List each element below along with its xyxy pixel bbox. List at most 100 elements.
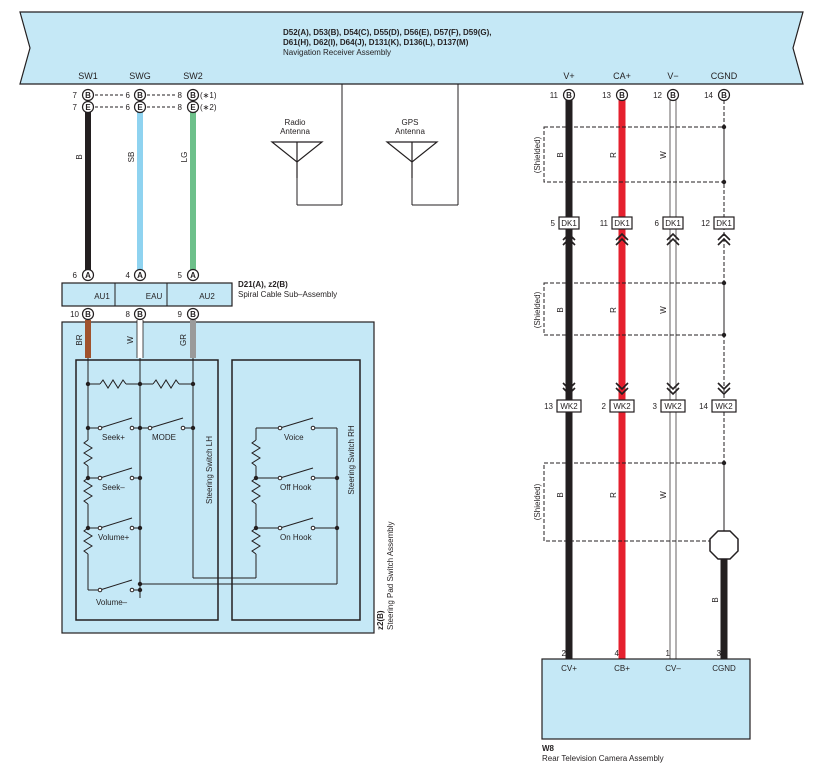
rh-switch-circuit bbox=[140, 417, 338, 585]
wire-color-label: SB bbox=[127, 152, 136, 163]
left-pin-row-2: 7 E 6 E 8 E (∗2) bbox=[73, 100, 217, 114]
pin-letter: A bbox=[137, 271, 143, 280]
shield-ground-octagon bbox=[709, 530, 739, 560]
camera-terminal-cv-plus: CV+ bbox=[561, 664, 577, 673]
spiral-cable-name: Spiral Cable Sub–Assembly bbox=[238, 290, 337, 299]
terminal-ca-plus: CA+ bbox=[613, 71, 631, 81]
wk2-label: WK2 bbox=[560, 402, 578, 411]
terminal-v-minus: V− bbox=[667, 71, 678, 81]
shielded-label-3: (Shielded) bbox=[533, 483, 542, 520]
pin-letter: B bbox=[190, 310, 196, 319]
shield-dots bbox=[721, 124, 727, 466]
wire-color-label: R bbox=[609, 307, 618, 313]
camera-id: W8 bbox=[542, 744, 555, 753]
pin-number: 11 bbox=[550, 91, 559, 100]
wire-color-label: R bbox=[609, 152, 618, 158]
pin-number: 13 bbox=[544, 402, 553, 411]
wire-color-label: W bbox=[126, 336, 135, 344]
switch-volume-minus: Volume– bbox=[96, 598, 128, 607]
pin-number: 8 bbox=[178, 103, 183, 112]
terminal-v-plus: V+ bbox=[563, 71, 574, 81]
wire-color-label: GR bbox=[179, 334, 188, 346]
rh-switch-labels: Voice Off Hook On Hook bbox=[280, 433, 313, 542]
left-pin-row-1: 7 B 6 B 8 B (∗1) bbox=[73, 88, 217, 102]
connector-list-line1: D52(A), D53(B), D54(C), D55(D), D56(E), … bbox=[283, 28, 491, 37]
pin-number: 7 bbox=[73, 103, 78, 112]
pin-letter: E bbox=[137, 103, 143, 112]
radio-antenna-label-2: Antenna bbox=[280, 127, 310, 136]
wire-color-label: B bbox=[556, 307, 565, 312]
wk2-label: WK2 bbox=[613, 402, 631, 411]
camera-block: 2 4 1 3 CV+ CB+ CV– CGND W8 Rear Televis… bbox=[541, 649, 751, 763]
pin-number: 5 bbox=[178, 271, 183, 280]
pin-number: 7 bbox=[73, 91, 78, 100]
switch-seek-plus: Seek+ bbox=[102, 433, 125, 442]
wire-color-label: B bbox=[556, 152, 565, 157]
pin-letter: B bbox=[85, 91, 91, 100]
wk2-connectors: WK2 13 WK2 2 WK2 3 WK2 14 bbox=[544, 399, 737, 413]
terminal-cgnd: CGND bbox=[711, 71, 738, 81]
dk1-label: DK1 bbox=[665, 219, 681, 228]
pin-number: 6 bbox=[126, 103, 131, 112]
shielded-label-2: (Shielded) bbox=[533, 291, 542, 328]
pin-number: 14 bbox=[699, 402, 708, 411]
switch-volume-plus: Volume+ bbox=[98, 533, 130, 542]
ground-wire-color-label: B bbox=[711, 597, 720, 602]
pin-number: 6 bbox=[126, 91, 131, 100]
pin-letter: B bbox=[619, 91, 625, 100]
shielded-section-1 bbox=[543, 126, 725, 183]
wk2-label: WK2 bbox=[715, 402, 733, 411]
wk2-chevrons bbox=[562, 382, 731, 396]
pin-number: 6 bbox=[73, 271, 78, 280]
pin-number: 9 bbox=[178, 310, 183, 319]
pin-number: 6 bbox=[655, 219, 660, 228]
left-upper-wires bbox=[85, 112, 196, 272]
pin-number: 10 bbox=[70, 310, 79, 319]
spiral-terminal-au1: AU1 bbox=[94, 292, 110, 301]
camera-terminal-cgnd: CGND bbox=[712, 664, 736, 673]
dk1-chevrons bbox=[562, 232, 731, 246]
steering-pad-name: Steering Pad Switch Assembly bbox=[386, 522, 395, 631]
spiral-cable-block: AU1 EAU AU2 D21(A), z2(B) Spiral Cable S… bbox=[61, 280, 337, 307]
steering-switch-rh-label: Steering Switch RH bbox=[347, 425, 356, 495]
pin-number: 5 bbox=[551, 219, 556, 228]
rh-switch-dots bbox=[137, 425, 340, 587]
pin-number: 12 bbox=[701, 219, 710, 228]
radio-antenna-label-1: Radio bbox=[285, 118, 306, 127]
camera-name: Rear Television Camera Assembly bbox=[542, 754, 664, 763]
pin-note-2: (∗2) bbox=[200, 103, 217, 112]
pin-number: 13 bbox=[602, 91, 611, 100]
wire-color-label: LG bbox=[180, 152, 189, 163]
pin-number: 4 bbox=[615, 649, 620, 658]
gps-antenna: GPS Antenna bbox=[385, 84, 459, 206]
pin-letter: E bbox=[190, 103, 196, 112]
wire-color-label: W bbox=[659, 151, 668, 159]
dk1-label: DK1 bbox=[561, 219, 577, 228]
navigation-receiver-name: Navigation Receiver Assembly bbox=[283, 48, 391, 57]
pin-number: 2 bbox=[562, 649, 567, 658]
right-wire-colors: B R W B R W B R W B bbox=[556, 151, 720, 603]
dk1-connectors: DK1 5 DK1 11 DK1 6 DK1 12 bbox=[551, 216, 735, 230]
spiral-terminal-au2: AU2 bbox=[199, 292, 215, 301]
switch-voice: Voice bbox=[284, 433, 304, 442]
pin-number: 14 bbox=[704, 91, 713, 100]
pin-letter: E bbox=[85, 103, 91, 112]
terminal-sw2: SW2 bbox=[183, 71, 203, 81]
camera-terminal-cb-plus: CB+ bbox=[614, 664, 630, 673]
lh-switch-dots bbox=[85, 381, 196, 593]
right-wires bbox=[565, 100, 728, 660]
spiral-cable-id: D21(A), z2(B) bbox=[238, 280, 288, 289]
pin-number: 3 bbox=[653, 402, 658, 411]
wire-color-label: W bbox=[659, 491, 668, 499]
steering-switch-lh-label: Steering Switch LH bbox=[205, 436, 214, 504]
terminal-swg: SWG bbox=[129, 71, 151, 81]
wire-color-label: BR bbox=[75, 334, 84, 345]
navigation-receiver-block: D52(A), D53(B), D54(C), D55(D), D56(E), … bbox=[19, 11, 804, 85]
switch-seek-minus: Seek– bbox=[102, 483, 125, 492]
shielded-section-3 bbox=[543, 462, 725, 542]
radio-antenna: Radio Antenna bbox=[270, 84, 343, 206]
pin-number: 11 bbox=[600, 219, 609, 228]
pin-letter: B bbox=[137, 91, 143, 100]
connector-list-line2: D61(H), D62(I), D64(J), D131(K), D136(L)… bbox=[283, 38, 469, 47]
